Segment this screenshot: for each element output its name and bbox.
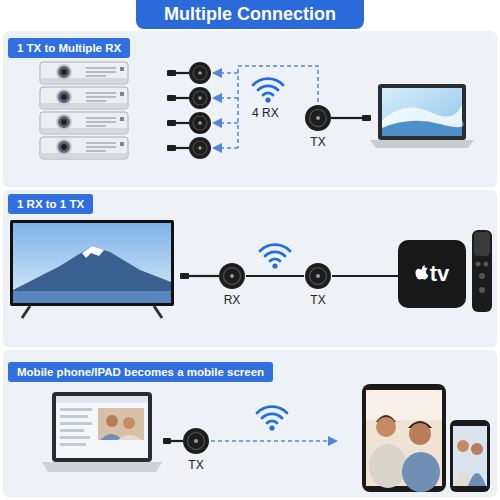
section-title: 1 TX to Multiple RX [17, 41, 121, 55]
dongle-icon [218, 262, 246, 290]
laptop [370, 84, 474, 148]
transmitter-dongle: TX [182, 427, 210, 472]
transmitter-dongle: TX [304, 262, 332, 307]
dongle-icon [304, 262, 332, 290]
tx-cable [331, 115, 371, 121]
title-banner: Multiple Connection [136, 0, 364, 29]
section-title: 1 RX to 1 TX [17, 197, 84, 211]
apple-logo [415, 264, 429, 281]
section-title: Mobile phone/IPAD becomes a mobile scree… [17, 365, 264, 379]
device-label: TX [310, 293, 325, 307]
tablet [362, 384, 446, 492]
section-tag: 1 RX to 1 TX [8, 194, 93, 214]
receiver-dongles [167, 62, 211, 159]
device-label: RX [224, 293, 241, 307]
section-tag: Mobile phone/IPAD becomes a mobile scree… [8, 362, 273, 382]
receiver-dongle: RX [218, 262, 246, 307]
section-panels [3, 31, 497, 497]
dongle-icon [182, 427, 210, 455]
wireless-link [246, 275, 304, 277]
tx-cable [163, 438, 183, 444]
section-tag: 1 TX to Multiple RX [8, 38, 130, 58]
device-label: TX [188, 458, 203, 472]
remote-control [472, 230, 492, 312]
wifi-symbol [253, 79, 283, 103]
phone [450, 420, 490, 492]
transmitter-dongle: TX [304, 104, 332, 149]
wifi-symbol [257, 407, 287, 431]
apple-tv-box: tv [398, 240, 466, 308]
rx-cable [180, 273, 219, 279]
projector-stack [40, 62, 128, 159]
device-label: TX [310, 135, 325, 149]
wireless-link [332, 275, 398, 277]
dongle-icon [304, 104, 332, 132]
laptop [42, 392, 162, 472]
wifi-symbol [260, 245, 290, 269]
device-logo-text: tv [430, 262, 450, 286]
wireless-path [211, 440, 336, 442]
wireless-path [214, 66, 318, 148]
television [10, 220, 174, 318]
receiver-count: 4 RX [252, 106, 279, 120]
